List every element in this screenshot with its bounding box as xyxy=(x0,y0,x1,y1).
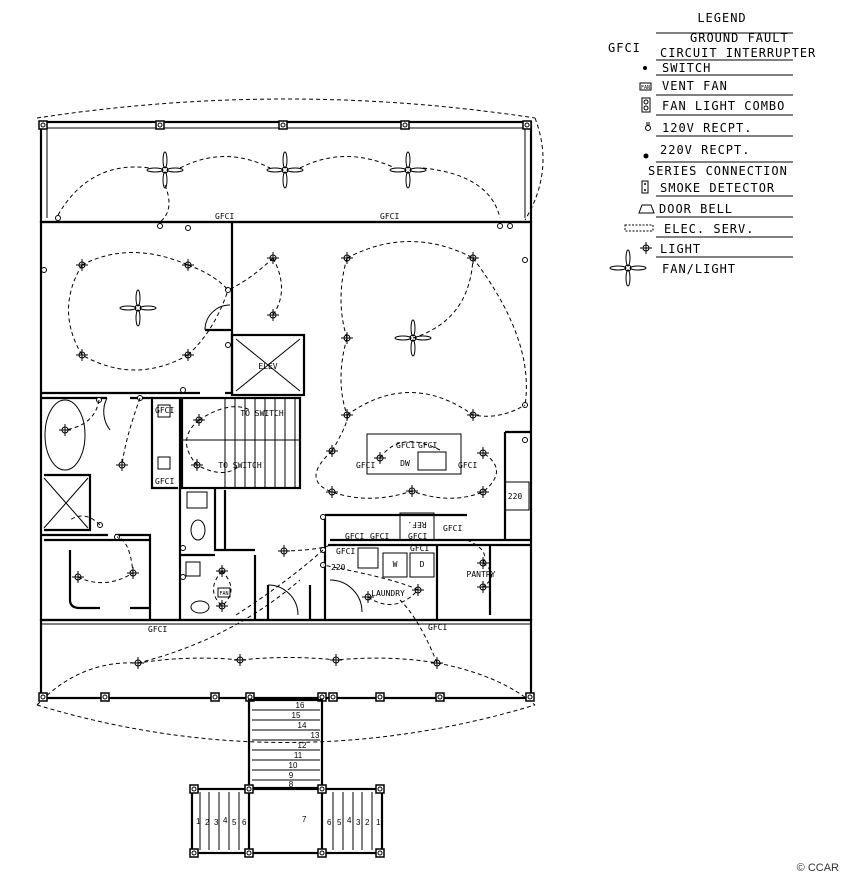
light-fixtures xyxy=(58,251,490,670)
svg-text:2: 2 xyxy=(205,818,210,827)
copyright: © CCAR xyxy=(796,862,839,874)
switch-icon xyxy=(643,66,647,70)
svg-text:14: 14 xyxy=(298,721,307,730)
svg-text:3: 3 xyxy=(356,818,361,827)
svg-text:GFCI: GFCI xyxy=(345,532,364,541)
svg-text:5: 5 xyxy=(337,818,342,827)
svg-text:6: 6 xyxy=(242,818,247,827)
svg-text:7: 7 xyxy=(302,815,307,824)
wiring xyxy=(36,241,536,743)
bathtub xyxy=(44,399,86,471)
electrical-service-icon xyxy=(624,224,654,232)
legend-fan-light-label: FAN/LIGHT xyxy=(662,262,736,276)
dryer-220-label: 220 xyxy=(331,563,346,572)
svg-text:GFCI: GFCI xyxy=(380,212,399,221)
vent-fan-label: FAN xyxy=(219,591,228,597)
svg-text:2: 2 xyxy=(365,818,370,827)
legend-elec-serv-label: ELEC. SERV. xyxy=(664,222,754,236)
svg-text:1: 1 xyxy=(196,817,201,826)
to-switch-label: TO SWITCH xyxy=(240,409,284,418)
fan-light-icon xyxy=(119,289,157,327)
vent-fan-icon xyxy=(639,82,652,91)
pantry-label: PANTRY xyxy=(467,570,496,579)
legend-title: LEGEND xyxy=(697,11,746,25)
svg-text:15: 15 xyxy=(292,711,301,720)
elevator-label: ELEV xyxy=(258,362,277,371)
svg-text:12: 12 xyxy=(298,741,307,750)
light-icon xyxy=(639,241,653,255)
svg-text:GFCI: GFCI xyxy=(336,547,355,556)
fan-light-icon xyxy=(146,151,184,189)
elevator xyxy=(230,333,306,397)
fan-light-icon xyxy=(389,151,427,189)
legend-vent-fan-label: VENT FAN xyxy=(662,79,728,93)
range-label: 220 xyxy=(508,492,523,501)
legend-smoke-label-2: SMOKE DETECTOR xyxy=(660,181,775,195)
svg-text:GFCI: GFCI xyxy=(370,532,389,541)
washer-label: W xyxy=(393,560,398,569)
to-switch-label: TO SWITCH xyxy=(218,461,262,470)
exterior-stair: 16 15 14 13 12 11 10 9 8 1 2 3 4 5 6 7 6… xyxy=(189,698,385,858)
svg-text:GFCI: GFCI xyxy=(408,532,427,541)
refrigerator-label: REF. xyxy=(407,520,426,529)
vent-fan-icon xyxy=(217,587,231,598)
legend-switch-label: SWITCH xyxy=(662,61,711,75)
svg-text:GFCI: GFCI xyxy=(155,406,174,415)
svg-text:GFCI: GFCI xyxy=(215,212,234,221)
svg-text:11: 11 xyxy=(294,751,303,760)
svg-text:GFCI: GFCI xyxy=(148,625,167,634)
svg-text:1: 1 xyxy=(376,818,381,827)
door-bell-icon xyxy=(638,204,655,214)
svg-text:GFCI: GFCI xyxy=(458,461,477,470)
range xyxy=(504,481,530,511)
legend-120v-label: 120V RECPT. xyxy=(662,121,752,135)
legend-gfci-prefix: GFCI xyxy=(608,41,641,55)
svg-text:4: 4 xyxy=(347,816,352,825)
floor-plan: ELEV TO SWITCH TO SWITCH FAN DW REF. 220… xyxy=(36,98,544,858)
fan-light-icon xyxy=(609,249,647,287)
legend-fan-light-combo-label: FAN LIGHT COMBO xyxy=(662,99,785,113)
svg-text:3: 3 xyxy=(214,818,219,827)
smoke-detector-icon xyxy=(641,180,649,194)
svg-text:10: 10 xyxy=(289,761,298,770)
interior-stair xyxy=(180,396,302,490)
legend: LEGEND GFCI GROUND FAULT CIRCUIT INTERRU… xyxy=(608,11,816,287)
svg-text:6: 6 xyxy=(327,818,332,827)
legend-gfci-label-2: CIRCUIT INTERRUPTER xyxy=(660,46,816,60)
svg-text:GFCI: GFCI xyxy=(418,441,437,450)
svg-text:GFCI: GFCI xyxy=(410,544,429,553)
svg-text:GFCI: GFCI xyxy=(396,441,415,450)
svg-text:4: 4 xyxy=(223,816,228,825)
fan-light-combo-icon xyxy=(641,97,651,113)
receptacle-220v-icon xyxy=(643,153,649,159)
svg-text:5: 5 xyxy=(232,818,237,827)
svg-text:GFCI: GFCI xyxy=(428,623,447,632)
gfci-labels: GFCI GFCI GFCI GFCI GFCI GFCI GFCI GFCI … xyxy=(148,212,477,634)
svg-text:GFCI: GFCI xyxy=(356,461,375,470)
bottom-porch xyxy=(39,618,533,700)
laundry-label: LAUNDRY xyxy=(371,589,405,598)
vent-fan-icon-text: FAN xyxy=(641,85,650,91)
svg-text:8: 8 xyxy=(289,780,294,789)
dishwasher-label: DW xyxy=(400,459,410,468)
svg-text:GFCI: GFCI xyxy=(443,524,462,533)
legend-light-label: LIGHT xyxy=(660,242,701,256)
receptacle-120v-icon xyxy=(645,122,651,131)
legend-smoke-label-1: SERIES CONNECTION xyxy=(648,164,788,178)
svg-text:9: 9 xyxy=(289,771,294,780)
svg-text:13: 13 xyxy=(311,731,320,740)
legend-gfci-label-1: GROUND FAULT xyxy=(690,31,789,45)
dryer-label: D xyxy=(420,560,425,569)
legend-door-bell-label: DOOR BELL xyxy=(659,202,733,216)
svg-text:16: 16 xyxy=(296,701,305,710)
fan-light-icon xyxy=(266,151,304,189)
kitchen-island xyxy=(366,433,462,475)
legend-220v-label: 220V RECPT. xyxy=(660,143,750,157)
svg-text:GFCI: GFCI xyxy=(155,477,174,486)
